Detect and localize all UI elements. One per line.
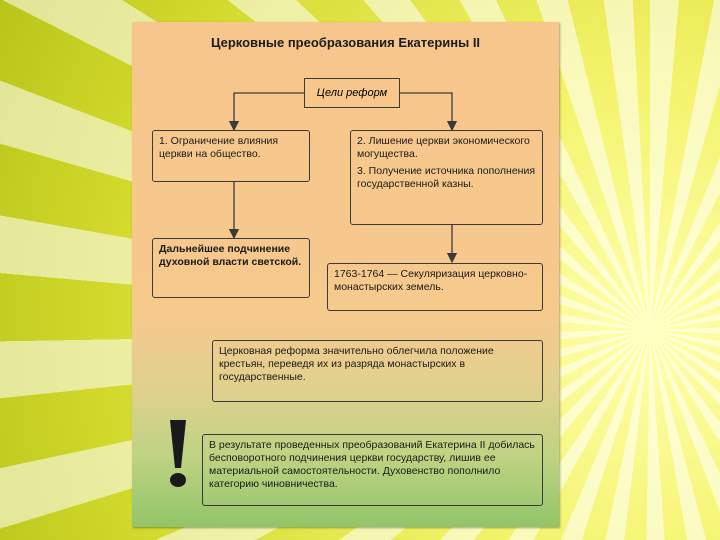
secularization-text: 1763-1764 — Секуляризация церковно-монас… — [334, 268, 527, 293]
goal-text-2: 2. Лишение церкви экономического могущес… — [357, 135, 536, 161]
reform-effect-text: Церковная реформа значительно облегчила … — [219, 345, 494, 383]
slide-panel: Церковные преобразования Екатерины II Це… — [132, 22, 559, 527]
goal-text-3: 3. Получение источника пополнения госуда… — [357, 165, 536, 191]
reform-effect-box: Церковная реформа значительно облегчила … — [212, 340, 543, 402]
goal-text-1: 1. Ограничение влияния церкви на обществ… — [159, 135, 278, 160]
goal-box-economic: 2. Лишение церкви экономического могущес… — [350, 130, 543, 225]
exclamation-icon — [164, 420, 192, 490]
result-box: В результате проведенных преобразований … — [202, 434, 543, 506]
secularization-box: 1763-1764 — Секуляризация церковно-монас… — [327, 263, 543, 311]
goals-label-box: Цели реформ — [304, 78, 400, 108]
subordination-text: Дальнейшее подчинение духовной власти св… — [159, 243, 301, 268]
result-text: В результате проведенных преобразований … — [209, 439, 535, 490]
subordination-box: Дальнейшее подчинение духовной власти св… — [152, 238, 310, 298]
goal-box-limit-influence: 1. Ограничение влияния церкви на обществ… — [152, 130, 310, 182]
